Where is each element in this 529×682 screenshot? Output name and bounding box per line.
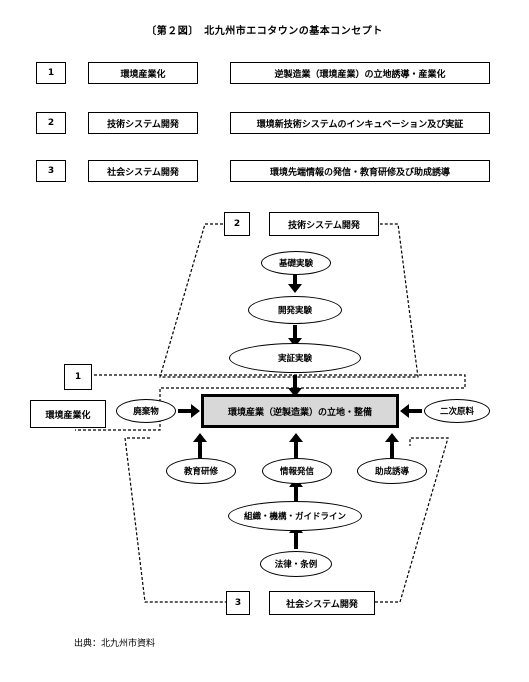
figure-source: 出典：北九州市資料: [74, 639, 156, 649]
concept-3-description: 環境先端情報の発信・教育研修及び助成誘導: [230, 160, 490, 182]
concept-2-description: 環境新技術システムのインキュベーション及び実証: [230, 112, 490, 134]
support-information: 情報発信: [262, 458, 332, 484]
secondary-materials-oval: 二次原料: [424, 399, 490, 423]
tech-dashed-connector: [159, 223, 419, 378]
social-number-box: 3: [226, 591, 250, 615]
eco-industry-center-box: 環境産業（逆製造業）の立地・整備: [201, 394, 399, 428]
tech-label-box: 技術システム開発: [269, 212, 379, 236]
concept-2-number: 2: [36, 112, 66, 134]
concept-3-number: 3: [36, 160, 66, 182]
support-education: 教育研修: [166, 458, 236, 484]
figure-title: 〔第２図〕 北九州市エコタウンの基本コンセプト: [146, 26, 383, 37]
support-subsidy: 助成誘導: [357, 458, 427, 484]
concept-1-description: 逆製造業（環境産業）の立地誘導・産業化: [230, 62, 490, 84]
stage-proof-experiment: 実証実験: [229, 343, 361, 373]
stage-basic-experiment: 基礎実験: [261, 251, 331, 275]
social-label-box: 社会システム開発: [269, 591, 375, 615]
concept-1-number: 1: [36, 62, 66, 84]
concept-2-label: 技術システム開発: [88, 112, 198, 134]
waste-oval: 廃棄物: [116, 399, 176, 423]
industry-dashed-connector: [75, 374, 466, 431]
law-ordinance-oval: 法律・条例: [260, 551, 332, 577]
concept-3-label: 社会システム開発: [88, 160, 198, 182]
stage-development-experiment: 開発実験: [248, 296, 342, 324]
industry-number-box: 1: [64, 364, 92, 390]
concept-1-label: 環境産業化: [88, 62, 198, 84]
tech-number-box: 2: [224, 212, 250, 236]
organization-guideline-oval: 組織・機構・ガイドライン: [228, 501, 362, 531]
industry-label-box: 環境産業化: [30, 400, 106, 428]
